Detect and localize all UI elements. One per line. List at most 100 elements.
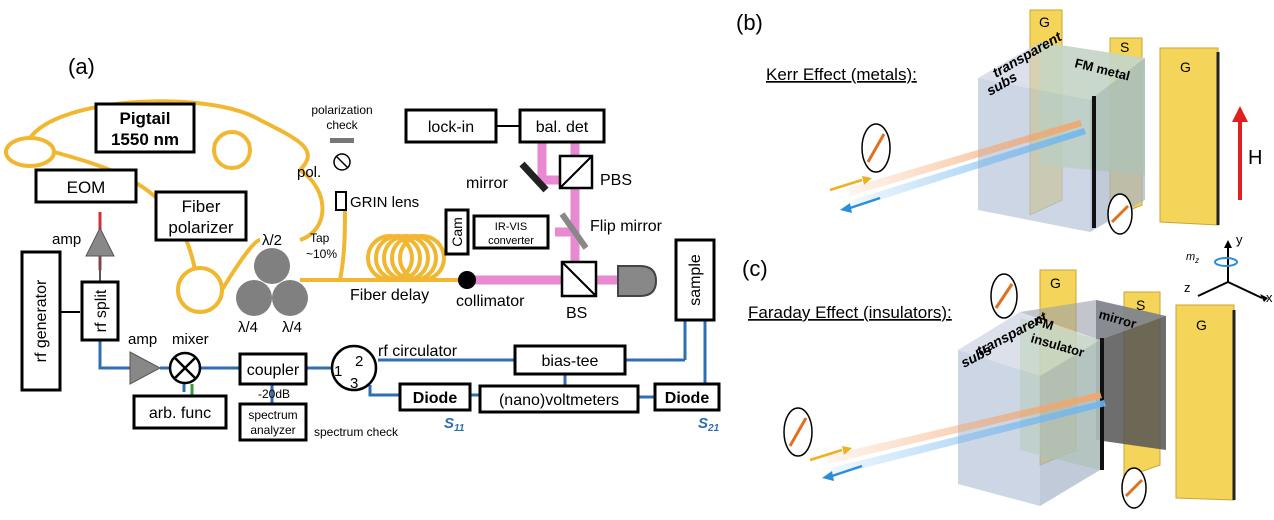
kerr-substrate-front	[978, 78, 1090, 232]
mixer-label: mixer	[172, 331, 209, 348]
tap-label-1: Tap	[310, 231, 330, 245]
bias-tee-box[interactable]	[513, 344, 627, 376]
kerr-polarization-in-icon	[861, 123, 891, 173]
pol-label: pol.	[297, 164, 321, 181]
spectrum-check-label: spectrum check	[314, 425, 399, 439]
bias-tee-label: bias-tee	[542, 353, 599, 370]
nanovoltmeters-label: (nano)voltmeters	[499, 392, 619, 409]
faraday-beam-reflected	[830, 400, 1106, 476]
collimator-label: collimator	[456, 293, 525, 310]
ir-vis-converter-box[interactable]	[472, 214, 550, 250]
circulator-port-2: 2	[355, 353, 363, 370]
bs-label: BS	[566, 305, 587, 322]
lock-in-label: lock-in	[428, 119, 474, 136]
faraday-polarization-in-icon	[783, 407, 813, 457]
axis-x-label: x	[1266, 290, 1273, 305]
rf-generator-box[interactable]	[20, 250, 62, 392]
faraday-substrate-side	[1040, 340, 1100, 506]
fiber-delay-label: Fiber delay	[350, 287, 429, 304]
faraday-incident-arrowhead	[842, 446, 852, 455]
faraday-polarization-top-icon	[990, 273, 1018, 319]
panel-label-a: (a)	[68, 54, 95, 79]
rf-split-box[interactable]	[80, 280, 120, 342]
kerr-reflected-arrow	[849, 196, 881, 210]
lambda-4-right-label: λ/4	[282, 319, 302, 336]
faraday-beam-incident	[826, 392, 1102, 464]
kerr-panel: (b) Kerr Effect (metals): FM metal trans…	[736, 9, 1262, 235]
arb-func-box[interactable]	[132, 394, 228, 430]
tap-label-2: ~10%	[306, 247, 337, 261]
objective-lens-icon	[617, 265, 658, 297]
faraday-electrode-g-right	[1175, 304, 1235, 501]
faraday-reflected-arrow	[831, 464, 863, 478]
setup-panel: (a) Pigtail 1550 nm EOM Fiber polarizer …	[4, 54, 721, 442]
grin-lens-label: GRIN lens	[350, 194, 419, 211]
collimator-icon	[458, 271, 476, 289]
rf-circulator-label: rf circulator	[378, 343, 458, 360]
polarization-check-label-1: polarization	[311, 103, 372, 117]
faraday-s-label: S	[1136, 297, 1145, 313]
mirror-label: mirror	[466, 175, 508, 192]
mixer-symbol	[168, 351, 202, 385]
faraday-mirror-layer	[1096, 300, 1166, 450]
kerr-substrate-side	[1090, 58, 1145, 232]
coordinate-axes: y x z mz	[1184, 232, 1273, 305]
diode-left-box[interactable]	[398, 382, 472, 412]
kerr-polarization-out-icon	[1107, 193, 1133, 235]
field-h-arrowhead	[1232, 106, 1248, 122]
lock-in-box[interactable]	[404, 108, 498, 144]
faraday-polarization-out-icon	[1121, 467, 1147, 509]
polarizer-icon	[333, 153, 351, 171]
kerr-beam-incident	[848, 120, 1082, 196]
fiber-polarizer-box[interactable]	[154, 190, 248, 242]
rf-circulator-icon[interactable]	[330, 344, 378, 392]
sample-box[interactable]	[674, 238, 716, 322]
faraday-title: Faraday Effect (insulators):	[748, 303, 952, 322]
kerr-title: Kerr Effect (metals):	[766, 65, 917, 84]
axis-y-label: y	[1236, 232, 1243, 247]
kerr-substrate-top	[978, 42, 1145, 100]
eom-box[interactable]	[34, 168, 138, 204]
sample-label: sample	[687, 254, 704, 306]
amp-top-triangle	[85, 226, 115, 257]
faraday-g-left-label: G	[1050, 275, 1061, 291]
kerr-incident-arrowhead	[862, 176, 872, 185]
diode-right-box[interactable]	[653, 382, 721, 412]
camera-label: Cam	[449, 217, 465, 247]
pbs-cube	[558, 154, 594, 190]
pigtail-box[interactable]	[94, 102, 196, 154]
spectrum-analyzer-box[interactable]	[238, 402, 308, 442]
balanced-detector-box[interactable]	[518, 108, 606, 144]
nanovoltmeters-box[interactable]	[478, 384, 640, 414]
balanced-detector-label: bal. det	[536, 119, 589, 136]
mz-label: mz	[1186, 251, 1199, 265]
circulator-port-1: 1	[334, 363, 342, 380]
fiber-polarizer-label-1: Fiber	[182, 197, 221, 216]
s11-label: S11	[444, 415, 465, 434]
kerr-beam-reflected	[852, 128, 1086, 208]
circulator-port-3: 3	[350, 375, 358, 392]
coupler-label: coupler	[247, 362, 300, 379]
panel-label-c: (c)	[742, 256, 768, 281]
flip-mirror-icon[interactable]	[559, 212, 589, 250]
diode-right-label: Diode	[665, 390, 710, 407]
lambda-2-label: λ/2	[262, 232, 282, 249]
spectrum-analyzer-label-2: analyzer	[250, 423, 295, 437]
faraday-incident-arrow	[809, 448, 843, 462]
faraday-g-right-label: G	[1196, 317, 1207, 333]
ir-vis-label-1: IR-VIS	[495, 221, 527, 233]
coupler-box[interactable]	[238, 352, 308, 386]
kerr-g-left-label: G	[1039, 14, 1050, 30]
arb-func-label: arb. func	[149, 405, 211, 422]
bs-cube	[560, 260, 598, 298]
amp-top-label: amp	[52, 231, 81, 248]
grin-lens-icon	[335, 191, 347, 211]
waveplate-paddles	[236, 248, 308, 316]
amp-bottom-triangle	[129, 351, 162, 385]
pigtail-label-1: Pigtail	[119, 109, 170, 128]
faraday-reflected-arrowhead	[822, 471, 834, 481]
faraday-panel: (c) Faraday Effect (insulators): mirror …	[742, 256, 1236, 509]
camera-box[interactable]	[444, 208, 470, 256]
polarization-check-label-2: check	[326, 118, 358, 132]
